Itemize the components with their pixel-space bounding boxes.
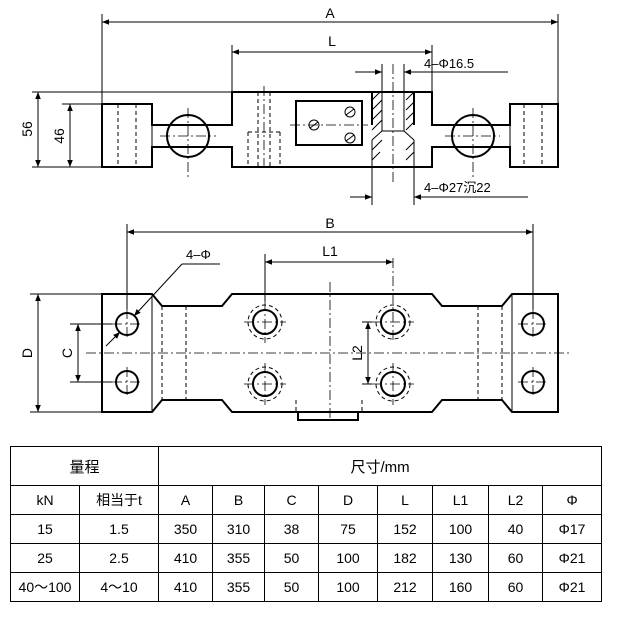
col-a: A	[158, 485, 214, 515]
cell: 100	[318, 572, 379, 602]
cell: 50	[264, 543, 320, 573]
table-group-header: 量程 尺寸/mm	[9, 446, 603, 486]
cell: 152	[377, 514, 434, 544]
col-phi: Φ	[542, 485, 603, 515]
cell: 1.5	[78, 514, 160, 544]
cell: 355	[212, 572, 266, 602]
cell: 25	[10, 543, 80, 573]
cell: 15	[10, 514, 80, 544]
cell: 410	[158, 572, 214, 602]
table-subheader: kN 相当于t A B C D L L1 L2 Φ	[10, 485, 603, 515]
cell: 60	[488, 572, 544, 602]
col-l: L	[377, 485, 434, 515]
dim-L2: L2	[349, 345, 365, 361]
dim-A: A	[325, 5, 335, 21]
dim-D: D	[19, 348, 35, 358]
col-b: B	[212, 485, 266, 515]
col-kn: kN	[10, 485, 80, 515]
cell: 130	[432, 543, 490, 573]
cell: 182	[377, 543, 434, 573]
header-range: 量程	[9, 446, 160, 486]
terminal-box	[295, 100, 363, 146]
cell: Φ21	[542, 572, 603, 602]
cell: 60	[488, 543, 544, 573]
dim-B: B	[325, 215, 334, 231]
col-c: C	[264, 485, 320, 515]
technical-drawing: A L 4–Φ16.5 4–Φ27沉22 56 46	[19, 5, 572, 421]
cell: 38	[264, 514, 320, 544]
cell: 355	[212, 543, 266, 573]
table-row: 15 1.5 350 310 38 75 152 100 40 Φ17	[10, 514, 603, 544]
dim-46: 46	[51, 128, 67, 144]
cell: 100	[318, 543, 379, 573]
plan-view-outline	[101, 293, 559, 413]
spec-table: 量程 尺寸/mm kN 相当于t A B C D L L1 L2 Φ 15 1.…	[9, 446, 603, 602]
dim-C: C	[59, 348, 75, 358]
cell: 2.5	[78, 543, 160, 573]
cell: 160	[432, 572, 490, 602]
cell: 40～100	[10, 572, 80, 602]
col-l2: L2	[488, 485, 544, 515]
plan-view: B L1 4–Φ D C L2	[19, 215, 572, 421]
col-l1: L1	[432, 485, 490, 515]
label-hole-top: 4–Φ16.5	[424, 56, 474, 71]
cell: Φ21	[542, 543, 603, 573]
cell: 410	[158, 543, 214, 573]
header-size: 尺寸/mm	[158, 446, 603, 486]
cell: 4～10	[78, 572, 160, 602]
cell: 212	[377, 572, 434, 602]
cell: 75	[318, 514, 379, 544]
cell: 310	[212, 514, 266, 544]
label-counterbore: 4–Φ27沉22	[424, 180, 491, 195]
label-hole-bottom: 4–Φ	[186, 247, 211, 262]
cell: 40	[488, 514, 544, 544]
cell: 350	[158, 514, 214, 544]
dim-L1: L1	[322, 243, 338, 259]
col-d: D	[318, 485, 379, 515]
cell: 100	[432, 514, 490, 544]
table-row: 40～100 4～10 410 355 50 100 212 160 60 Φ2…	[10, 572, 603, 602]
plan-counterbored-holes	[244, 258, 414, 405]
cell: Φ17	[542, 514, 603, 544]
cell: 50	[264, 572, 320, 602]
col-t: 相当于t	[78, 485, 160, 515]
dim-L: L	[328, 33, 336, 49]
side-view-outline	[101, 91, 559, 168]
dim-56: 56	[19, 121, 35, 137]
table-row: 25 2.5 410 355 50 100 182 130 60 Φ21	[10, 543, 603, 573]
side-view: A L 4–Φ16.5 4–Φ27沉22 56 46	[19, 5, 559, 205]
